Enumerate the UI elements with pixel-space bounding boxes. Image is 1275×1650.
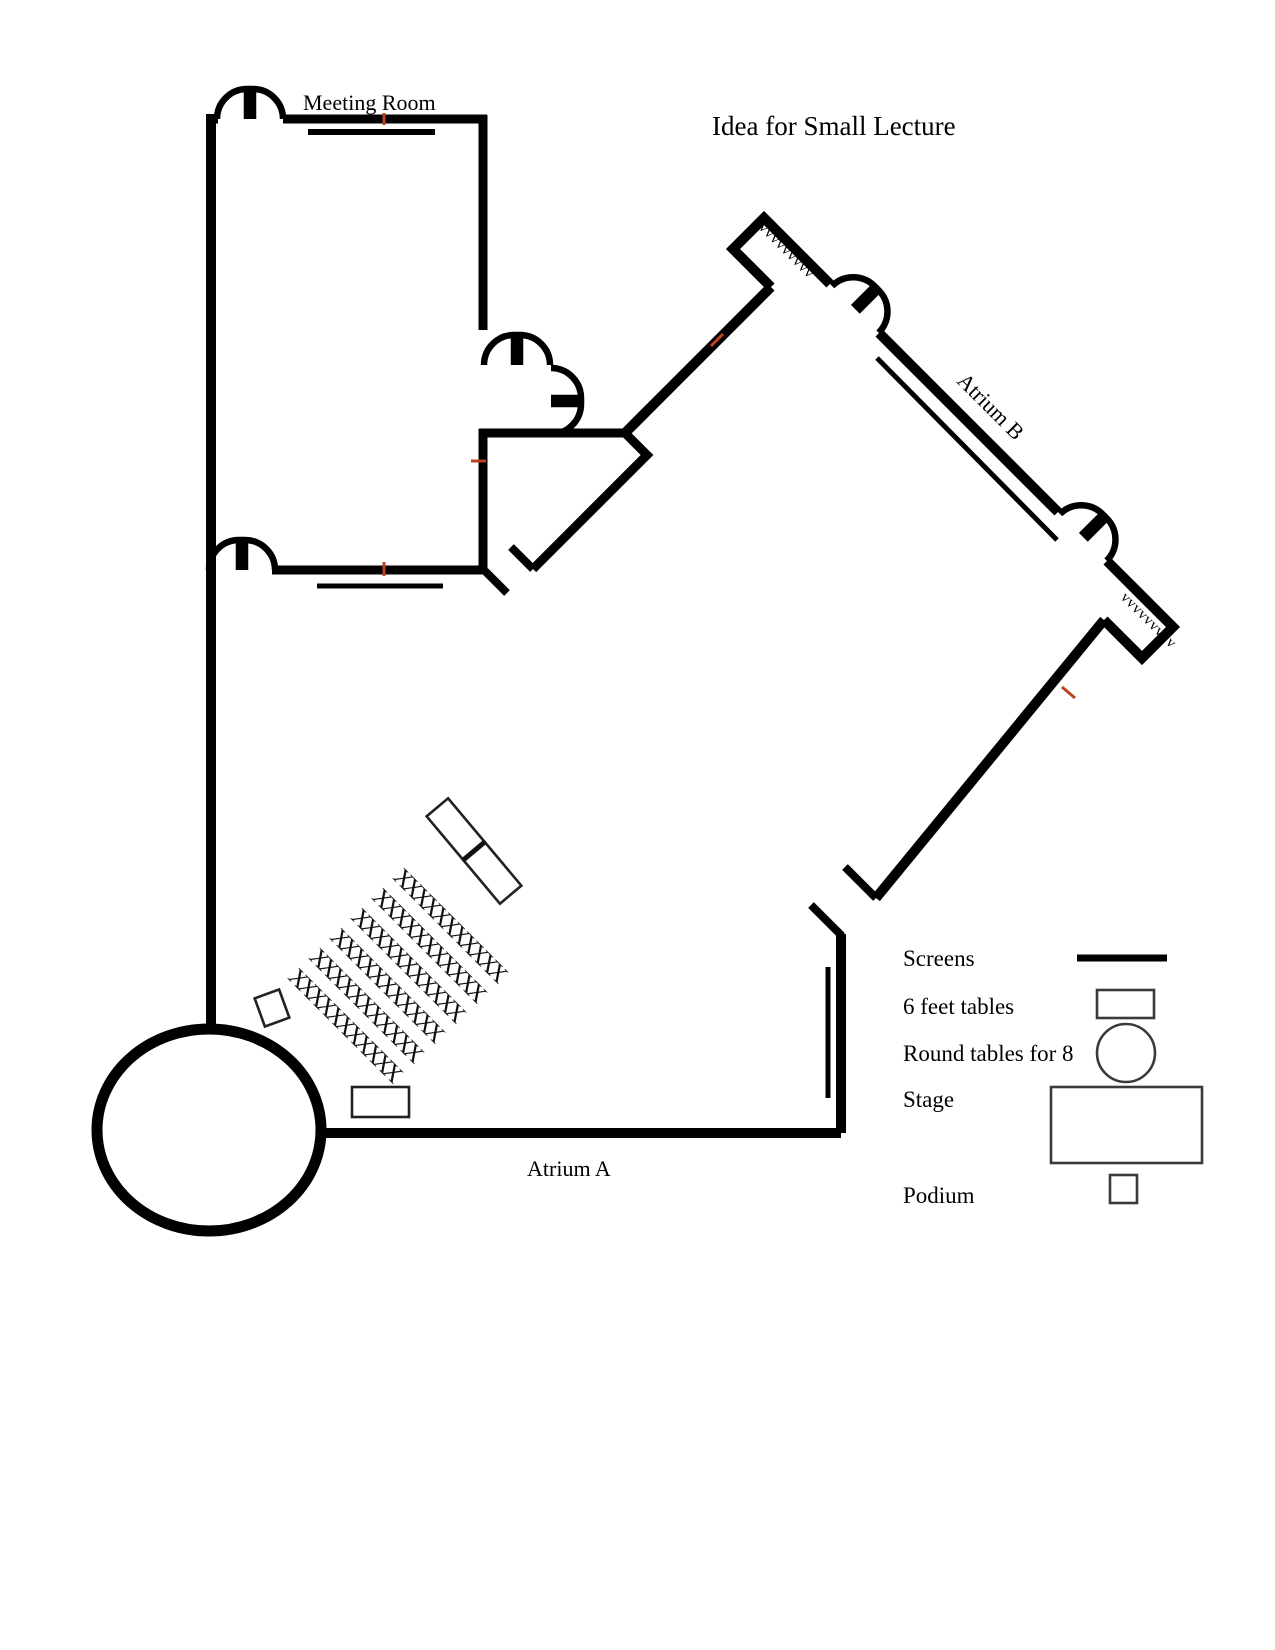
double-door-atriumB-north	[829, 274, 891, 335]
podium-plan	[252, 987, 292, 1029]
wall-atriumB-northeast	[875, 329, 1062, 516]
label-atrium-a: Atrium A	[527, 1156, 611, 1181]
page-title: Idea for Small Lecture	[712, 111, 956, 141]
screen-atriumB	[875, 356, 1059, 542]
legend-swatch-podium-square	[1108, 1173, 1139, 1205]
furniture	[252, 796, 524, 1119]
wall-atriumB-southeast-stub	[1100, 557, 1181, 666]
doors	[205, 85, 1119, 571]
double-door-atriumB-southeast	[1057, 502, 1119, 563]
double-door-vestibule-east	[550, 364, 585, 438]
legend-swatch-round-table-circle	[1095, 1022, 1157, 1084]
legend: Screens 6 feet tables Round tables for 8…	[903, 946, 1204, 1208]
vestibule-door-jamb-ticks	[482, 544, 536, 596]
legend-label-round-tables: Round tables for 8	[903, 1041, 1074, 1066]
wall-atriumB-southwest	[621, 283, 775, 437]
hatch-atriumB-north: vvvvvvvvv	[755, 220, 817, 282]
legend-swatch-stage-rect	[1049, 1085, 1204, 1165]
legend-swatch-table-rect	[1095, 988, 1156, 1020]
wall-vestibule-point	[529, 429, 654, 573]
legend-label-screens: Screens	[903, 946, 975, 971]
label-atrium-b: Atrium B	[952, 368, 1029, 445]
walls	[91, 114, 1181, 1237]
table-plan	[350, 1085, 411, 1119]
wall-atriumB-north-stub	[725, 210, 834, 291]
connector-ticks	[382, 113, 1076, 700]
wall-hall-diagonal	[872, 616, 1108, 902]
seating-rows: XXXXXXXXXXXXXXXXXXXXXXXXXXXXXXXXXXXXXXXX…	[283, 864, 513, 1089]
hall-diagonal-door-jamb-ticks	[808, 864, 879, 939]
rotunda-circle	[91, 1023, 327, 1237]
legend-label-stage: Stage	[903, 1087, 954, 1112]
legend-label-podium: Podium	[903, 1183, 975, 1208]
double-door-meeting-bottom	[205, 536, 279, 571]
legend-label-6-feet-tables: 6 feet tables	[903, 994, 1014, 1019]
double-door-meeting-vestibule	[480, 331, 554, 366]
double-door-meeting-top	[213, 85, 287, 120]
head-tables	[424, 796, 524, 906]
label-meeting-room: Meeting Room	[303, 90, 436, 115]
screens	[308, 129, 1059, 1098]
